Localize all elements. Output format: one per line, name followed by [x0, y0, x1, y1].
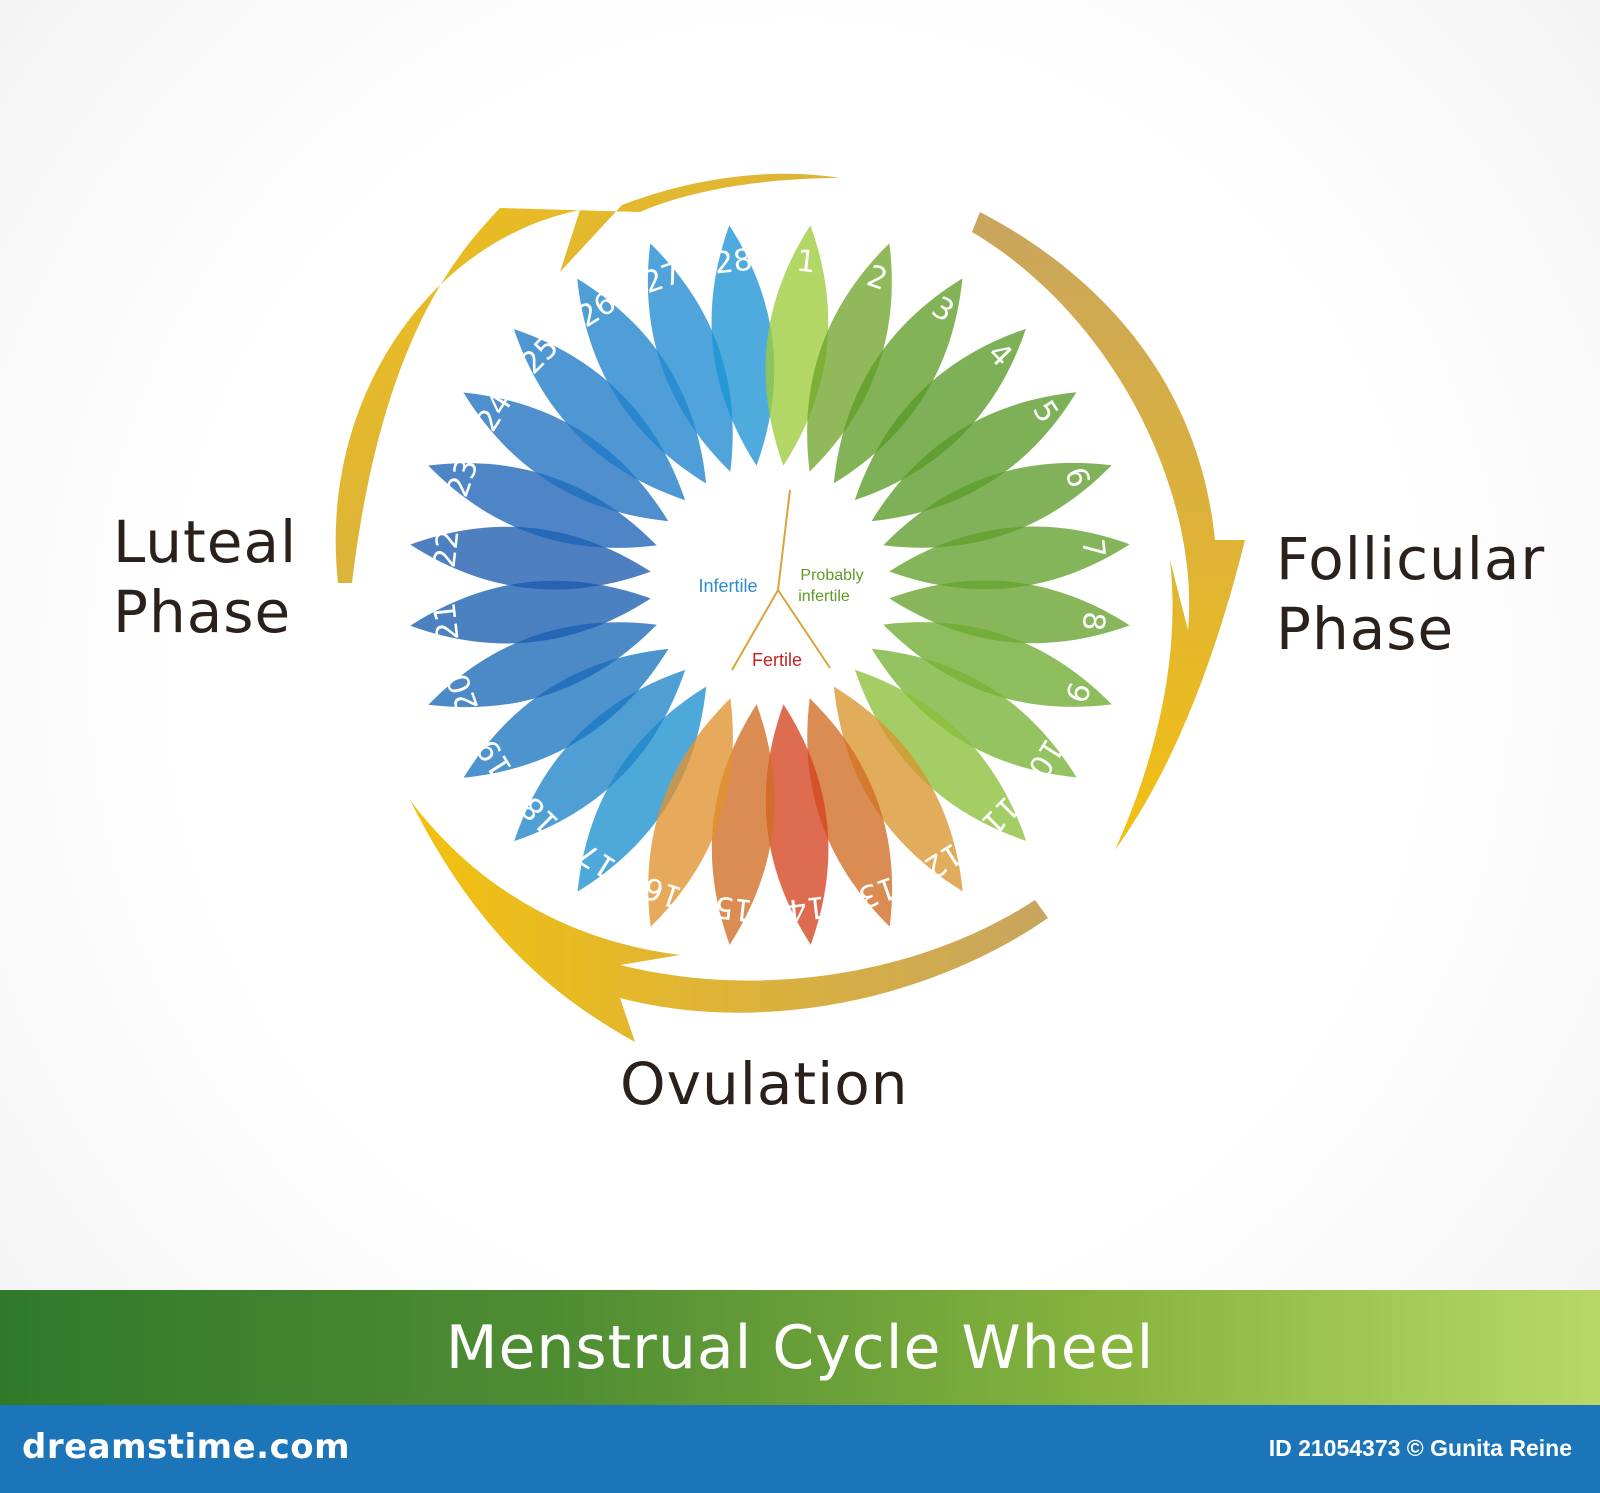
follicular-arrow [972, 212, 1245, 850]
day-label-15: 15 [713, 888, 755, 927]
day-label-8: 8 [1075, 610, 1112, 633]
luteal-phase-label: Luteal Phase [113, 508, 297, 647]
petal-day-27 [647, 243, 733, 472]
petal-day-18 [514, 669, 686, 842]
day-label-14: 14 [786, 888, 828, 927]
petal-day-4 [854, 328, 1026, 501]
petal-day-3 [833, 278, 963, 484]
ovulation-label: Ovulation [620, 1050, 909, 1118]
petal-day-5 [871, 392, 1077, 522]
label-probably-infertile: infertile [798, 588, 850, 605]
footer-credit: ID 21054373 © Gunita Reine [1268, 1435, 1572, 1461]
petal-day-28 [711, 225, 775, 466]
petal-day-11 [854, 669, 1027, 841]
petal-day-20 [428, 622, 657, 708]
petal-day-21 [410, 580, 651, 644]
label-fertile: Fertile [752, 650, 802, 670]
phase-arrows [335, 173, 1245, 1042]
day-label-1: 1 [795, 244, 818, 281]
follicular-phase-label: Follicular Phase [1276, 525, 1545, 664]
petal-day-26 [577, 278, 707, 484]
label-infertile: Infertile [698, 576, 757, 596]
luteal-line-1: Luteal [113, 508, 298, 576]
petal-day-24 [463, 392, 669, 522]
footer-band: dreamstime.com ID 21054373 © Gunita Rein… [0, 1405, 1600, 1493]
petal-day-25 [513, 329, 686, 501]
petal-day-13 [807, 698, 893, 927]
ovulation-arrow [410, 800, 1048, 1042]
day-label-22: 22 [428, 528, 467, 570]
petal-day-12 [833, 686, 963, 892]
petal-day-7 [889, 526, 1130, 590]
follicular-line-1: Follicular [1276, 525, 1546, 593]
petal-day-9 [883, 622, 1112, 707]
label-probably: Probably [800, 567, 863, 584]
title-band: Menstrual Cycle Wheel [0, 1290, 1600, 1405]
day-label-21: 21 [428, 601, 467, 643]
follicular-line-2: Phase [1276, 594, 1455, 663]
petal-day-17 [577, 686, 707, 892]
center-divider [731, 489, 831, 671]
luteal-line-2: Phase [113, 577, 292, 646]
petal-day-10 [871, 648, 1077, 778]
petal-day-2 [807, 243, 892, 472]
day-label-7: 7 [1074, 537, 1111, 560]
wheel-center: Infertile Probably infertile Fertile [698, 489, 864, 671]
petal-day-6 [883, 462, 1112, 548]
day-label-28: 28 [713, 243, 755, 282]
diagram-title: Menstrual Cycle Wheel [445, 1312, 1155, 1383]
petal-day-19 [463, 648, 669, 778]
petal-day-16 [648, 698, 733, 927]
petal-day-23 [428, 463, 657, 548]
petal-day-14 [765, 704, 829, 945]
petal-ring [410, 225, 1130, 945]
footer-logo: dreamstime.com [22, 1427, 351, 1467]
